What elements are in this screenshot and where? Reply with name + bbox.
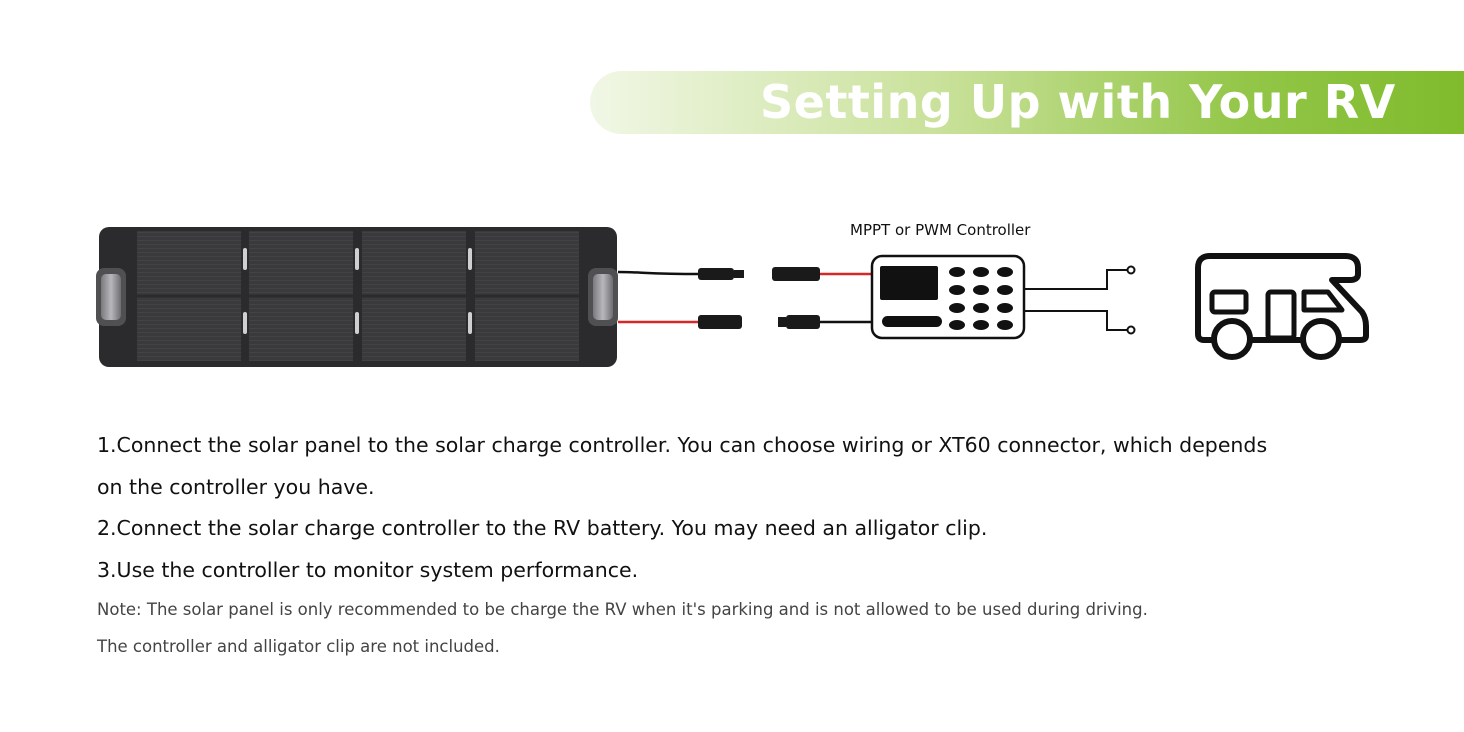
rv-icon xyxy=(1195,253,1369,360)
page-title: Setting Up with Your RV xyxy=(760,75,1396,129)
step-3: 3.Use the controller to monitor system p… xyxy=(97,557,639,582)
instructions: 1.Connect the solar panel to the solar c… xyxy=(97,425,1397,665)
controller-label: MPPT or PWM Controller xyxy=(850,221,1031,239)
controller-cables xyxy=(820,272,872,324)
battery-terminals xyxy=(1024,265,1136,335)
solar-panel xyxy=(96,227,618,367)
charge-controller xyxy=(870,254,1026,340)
mc4-connector-panel xyxy=(698,268,744,329)
mc4-connector-controller xyxy=(772,267,820,329)
setup-diagram xyxy=(96,227,1369,367)
step-1-line-2: on the controller you have. xyxy=(97,474,375,499)
step-2: 2.Connect the solar charge controller to… xyxy=(97,516,988,540)
note-1: Note: The solar panel is only recommende… xyxy=(97,600,1148,619)
header-banner xyxy=(590,71,1464,134)
panel-cables xyxy=(617,270,701,324)
step-1-line-1: 1.Connect the solar panel to the solar c… xyxy=(97,433,1268,457)
note-2: The controller and alligator clip are no… xyxy=(97,637,500,656)
